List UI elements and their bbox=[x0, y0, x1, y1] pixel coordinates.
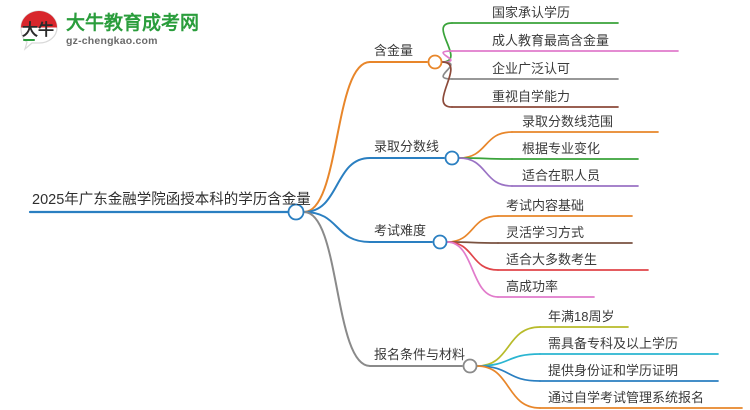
mindmap-leaf-label-1-1: 根据专业变化 bbox=[522, 141, 601, 156]
mindmap-branch-node-0[interactable] bbox=[427, 54, 443, 70]
mindmap-root-node[interactable] bbox=[287, 203, 305, 221]
leaf-edge-3-3 bbox=[476, 365, 541, 409]
mindmap-leaf-label-2-3: 高成功率 bbox=[506, 279, 559, 294]
leaf-edge-2-3 bbox=[446, 241, 499, 298]
leaf-edge-0-0 bbox=[441, 22, 453, 63]
mindmap-leaf-label-0-0: 国家承认学历 bbox=[492, 5, 571, 20]
branch-edge-1 bbox=[303, 157, 371, 213]
mindmap-nodes bbox=[287, 54, 478, 374]
leaf-edge-3-0 bbox=[476, 326, 541, 367]
mindmap-leaf-label-2-0: 考试内容基础 bbox=[506, 198, 585, 213]
logo-site-name: 大牛教育成考网 bbox=[66, 12, 200, 34]
mindmap-edges bbox=[28, 22, 743, 409]
mindmap-branch-label-1: 录取分数线 bbox=[374, 139, 440, 154]
mindmap-leaf-label-0-3: 重视自学能力 bbox=[492, 89, 571, 104]
mindmap-leaf-label-0-2: 企业广泛认可 bbox=[492, 61, 571, 76]
mindmap-leaf-label-2-2: 适合大多数考生 bbox=[506, 252, 598, 267]
mindmap-root-label: 2025年广东金融学院函授本科的学历含金量 bbox=[32, 192, 311, 208]
mindmap-leaf-label-3-1: 需具备专科及以上学历 bbox=[548, 336, 679, 351]
mindmap-branch-node-3[interactable] bbox=[462, 358, 478, 374]
mindmap-branch-label-0: 含金量 bbox=[374, 43, 414, 58]
mindmap-leaf-label-3-2: 提供身份证和学历证明 bbox=[548, 363, 679, 378]
mindmap-leaf-label-1-2: 适合在职人员 bbox=[522, 168, 601, 183]
mindmap-leaf-label-3-3: 通过自学考试管理系统报名 bbox=[548, 390, 705, 405]
branch-edge-3 bbox=[303, 211, 371, 367]
mindmap-branch-label-2: 考试难度 bbox=[374, 223, 427, 238]
mindmap-leaf-label-1-0: 录取分数线范围 bbox=[522, 114, 614, 129]
logo-domain: gz-chengkao.com bbox=[66, 34, 158, 47]
da-niu-bull-speech-bubble-logo: 大牛 bbox=[18, 9, 60, 51]
svg-text:大牛: 大牛 bbox=[22, 20, 54, 39]
mindmap-leaf-label-0-1: 成人教育最高含金量 bbox=[492, 33, 610, 48]
mindmap-branch-node-1[interactable] bbox=[444, 150, 460, 166]
branch-edge-0 bbox=[303, 61, 371, 213]
mindmap-branch-label-3: 报名条件与材料 bbox=[374, 347, 466, 362]
mindmap-leaf-label-3-0: 年满18周岁 bbox=[548, 309, 615, 324]
branch-edge-2 bbox=[303, 211, 371, 243]
site-logo: 大牛 大牛教育成考网 gz-chengkao.com bbox=[18, 6, 199, 54]
leaf-edge-0-3 bbox=[441, 61, 453, 108]
logo-wordmark: 大牛教育成考网 gz-chengkao.com bbox=[66, 14, 199, 47]
leaf-edge-1-2 bbox=[458, 157, 513, 187]
mindmap-branch-node-2[interactable] bbox=[432, 234, 448, 250]
mindmap-leaf-label-2-1: 灵活学习方式 bbox=[506, 225, 585, 240]
